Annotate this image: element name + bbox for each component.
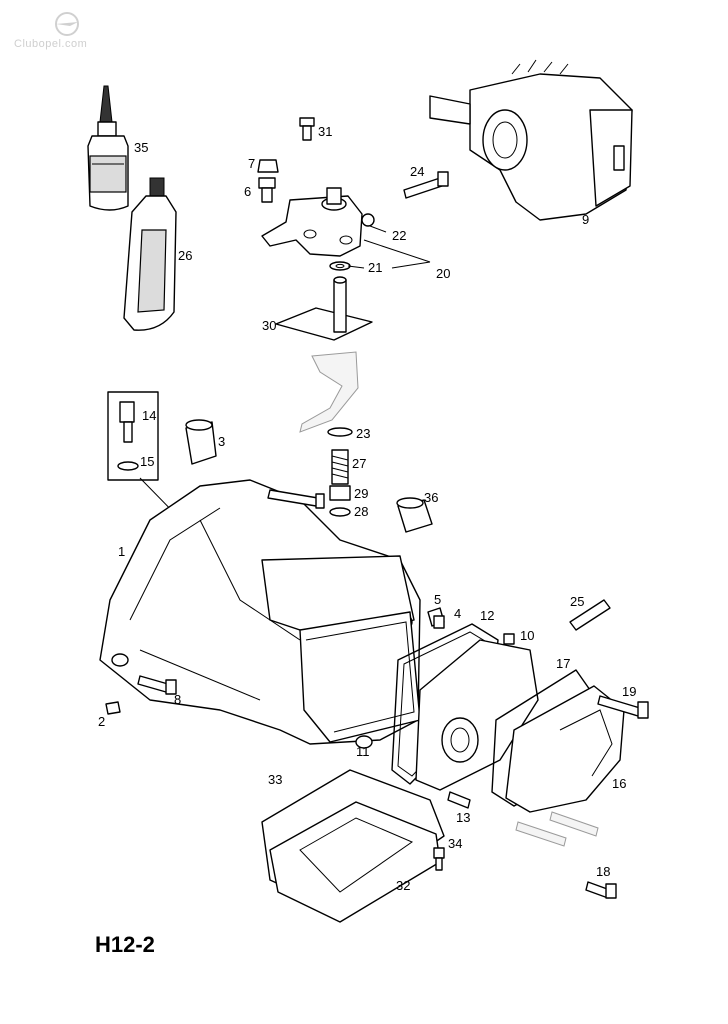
long-bolts-drawing (515, 811, 599, 847)
spring-27-drawing (331, 449, 349, 485)
oil-pan-gasket-33-drawing (261, 769, 445, 911)
callout-14: 14 (142, 408, 156, 423)
ring-28-drawing (329, 507, 351, 517)
clubopel-logo-icon (55, 12, 79, 36)
callout-23: 23 (356, 426, 370, 441)
callout-18: 18 (596, 864, 610, 879)
bolt-13-drawing (447, 791, 471, 809)
shift-sleeve-3-drawing (185, 419, 217, 465)
callout-25: 25 (570, 594, 584, 609)
callout-29: 29 (354, 486, 368, 501)
callout-22: 22 (392, 228, 406, 243)
callout-19: 19 (622, 684, 636, 699)
callout-17: 17 (556, 656, 570, 671)
selector-housing-drawing (261, 187, 363, 257)
rear-cover-16-drawing (505, 685, 625, 813)
callout-34: 34 (448, 836, 462, 851)
callout-35: 35 (134, 140, 148, 155)
diagram-code: H12-2 (95, 932, 155, 957)
oil-pan-32-drawing (269, 801, 441, 923)
sleeve-29-drawing (329, 485, 351, 501)
bolt-8-drawing (137, 675, 177, 695)
callout-20: 20 (436, 266, 450, 281)
plug-4-drawing (433, 615, 445, 629)
callout-1: 1 (118, 544, 125, 559)
callout-labels: 1 2 3 4 5 6 7 8 9 10 11 12 13 14 15 16 1… (98, 124, 636, 893)
sleeve-25-drawing (569, 599, 611, 631)
callout-30: 30 (262, 318, 276, 333)
callout-11: 11 (356, 744, 370, 759)
callout-4: 4 (454, 606, 461, 621)
sealing-compound-tube-drawing (123, 177, 177, 331)
bolt-19-drawing (597, 695, 649, 719)
callout-6: 6 (244, 184, 251, 199)
sealant-bottle-drawing (87, 85, 129, 211)
callout-5: 5 (434, 592, 441, 607)
transmission-housing-1-drawing (99, 479, 421, 745)
callout-13: 13 (456, 810, 470, 825)
callout-24: 24 (410, 164, 424, 179)
callout-31: 31 (318, 124, 332, 139)
callout-12: 12 (480, 608, 494, 623)
callout-32: 32 (396, 878, 410, 893)
selector-shaft-gasket-drawing (275, 276, 373, 341)
callout-21: 21 (368, 260, 382, 275)
seal-ring-21-drawing (329, 261, 351, 271)
dowel-pin-2-drawing (105, 701, 121, 715)
plug-7-drawing (257, 159, 279, 173)
callout-15: 15 (140, 454, 154, 469)
callout-16: 16 (612, 776, 626, 791)
bushing-36-drawing (396, 497, 433, 533)
callout-10: 10 (520, 628, 534, 643)
vent-6-drawing (258, 177, 276, 203)
leader-lines (347, 225, 431, 269)
bolt-18-drawing (585, 881, 617, 899)
callout-33: 33 (268, 772, 282, 787)
selector-lever-ghost-drawing (299, 351, 359, 433)
washer-23-drawing (327, 427, 353, 437)
plug-11-drawing (355, 735, 373, 749)
callout-7: 7 (248, 156, 255, 171)
callout-36: 36 (424, 490, 438, 505)
callout-26: 26 (178, 248, 192, 263)
gear-assembly-9-drawing (429, 59, 633, 221)
bolt-34-drawing (433, 847, 445, 871)
bolt-24-drawing (403, 171, 449, 199)
callout-8: 8 (174, 692, 181, 707)
callout-28: 28 (354, 504, 368, 519)
watermark-text: Clubopel.com (14, 38, 88, 50)
washer-22-drawing (361, 213, 375, 227)
bolt-31-drawing (299, 117, 315, 141)
callout-3: 3 (218, 434, 225, 449)
callout-27: 27 (352, 456, 366, 471)
callout-9: 9 (582, 212, 589, 227)
housing-bolt-drawing (267, 489, 325, 509)
callout-2: 2 (98, 714, 105, 729)
